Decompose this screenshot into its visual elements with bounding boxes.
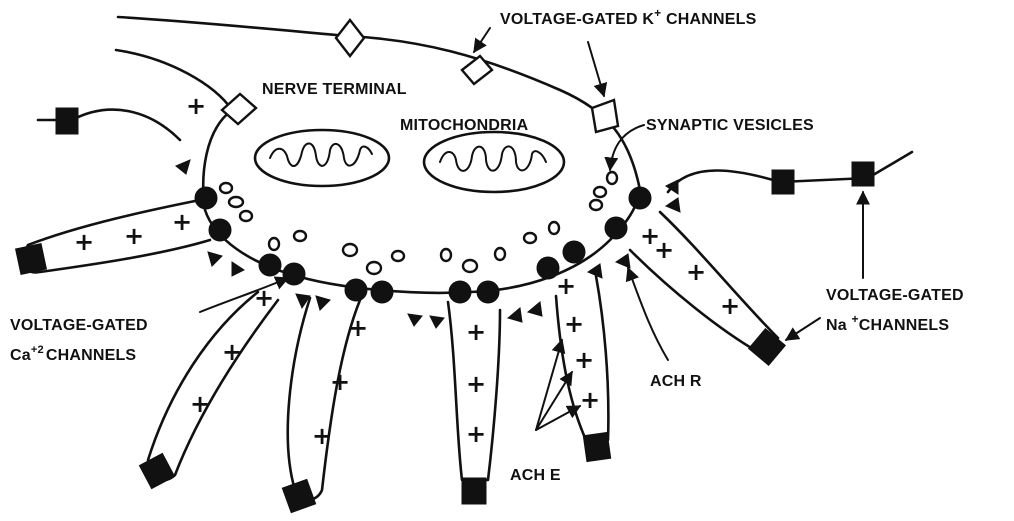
k-channel xyxy=(592,100,618,132)
label-synaptic-vesicles: SYNAPTIC VESICLES xyxy=(646,117,814,134)
postsynaptic-fold xyxy=(148,292,278,480)
na-channel-square xyxy=(462,478,486,504)
label-ach-e: ACH E xyxy=(510,467,561,484)
plus-sign: + xyxy=(466,318,486,346)
plus-sign: + xyxy=(466,370,486,398)
k-channel xyxy=(222,94,256,124)
plus-sign: + xyxy=(348,314,368,342)
label-voltage-gated-k: VOLTAGE-GATED K+ CHANNELS xyxy=(500,6,757,28)
label-mitochondria: MITOCHONDRIA xyxy=(400,117,529,134)
mitochondrion-left xyxy=(255,130,389,186)
plus-sign: + xyxy=(654,236,674,264)
mitochondrion-right xyxy=(424,132,564,192)
na-channel-square xyxy=(772,170,794,194)
plus-sign: + xyxy=(74,228,94,256)
plus-sign: + xyxy=(720,292,740,320)
na-channel-square xyxy=(16,244,47,275)
plus-sign: + xyxy=(686,258,706,286)
na-channel-square xyxy=(282,479,315,512)
plus-sign: + xyxy=(222,338,242,366)
na-channel-square xyxy=(583,432,610,461)
plus-sign: + xyxy=(580,386,600,414)
plus-sign: + xyxy=(330,368,350,396)
k-channel xyxy=(336,20,364,56)
axon-lower-membrane xyxy=(116,50,232,110)
na-channel-square xyxy=(749,329,786,366)
label-voltage-gated-na-line2: Na +CHANNELS xyxy=(826,312,949,334)
na-channel-square xyxy=(139,453,174,488)
plus-sign: + xyxy=(564,310,584,338)
na-channel-square xyxy=(56,108,78,134)
plus-sign: + xyxy=(556,272,576,300)
plus-sign: + xyxy=(186,92,206,120)
label-voltage-gated-na-line1: VOLTAGE-GATED xyxy=(826,287,964,304)
k-channel xyxy=(462,56,492,84)
plus-sign: + xyxy=(190,390,210,418)
plus-sign: + xyxy=(124,222,144,250)
na-channel-square xyxy=(852,162,874,186)
plus-sign: + xyxy=(466,420,486,448)
plus-sign: + xyxy=(312,422,332,450)
plus-sign: + xyxy=(574,346,594,374)
label-nerve-terminal: NERVE TERMINAL xyxy=(262,81,407,98)
label-ach-r: ACH R xyxy=(650,373,702,390)
label-voltage-gated-ca-line1: VOLTAGE-GATED xyxy=(10,317,148,334)
plus-sign: + xyxy=(172,208,192,236)
